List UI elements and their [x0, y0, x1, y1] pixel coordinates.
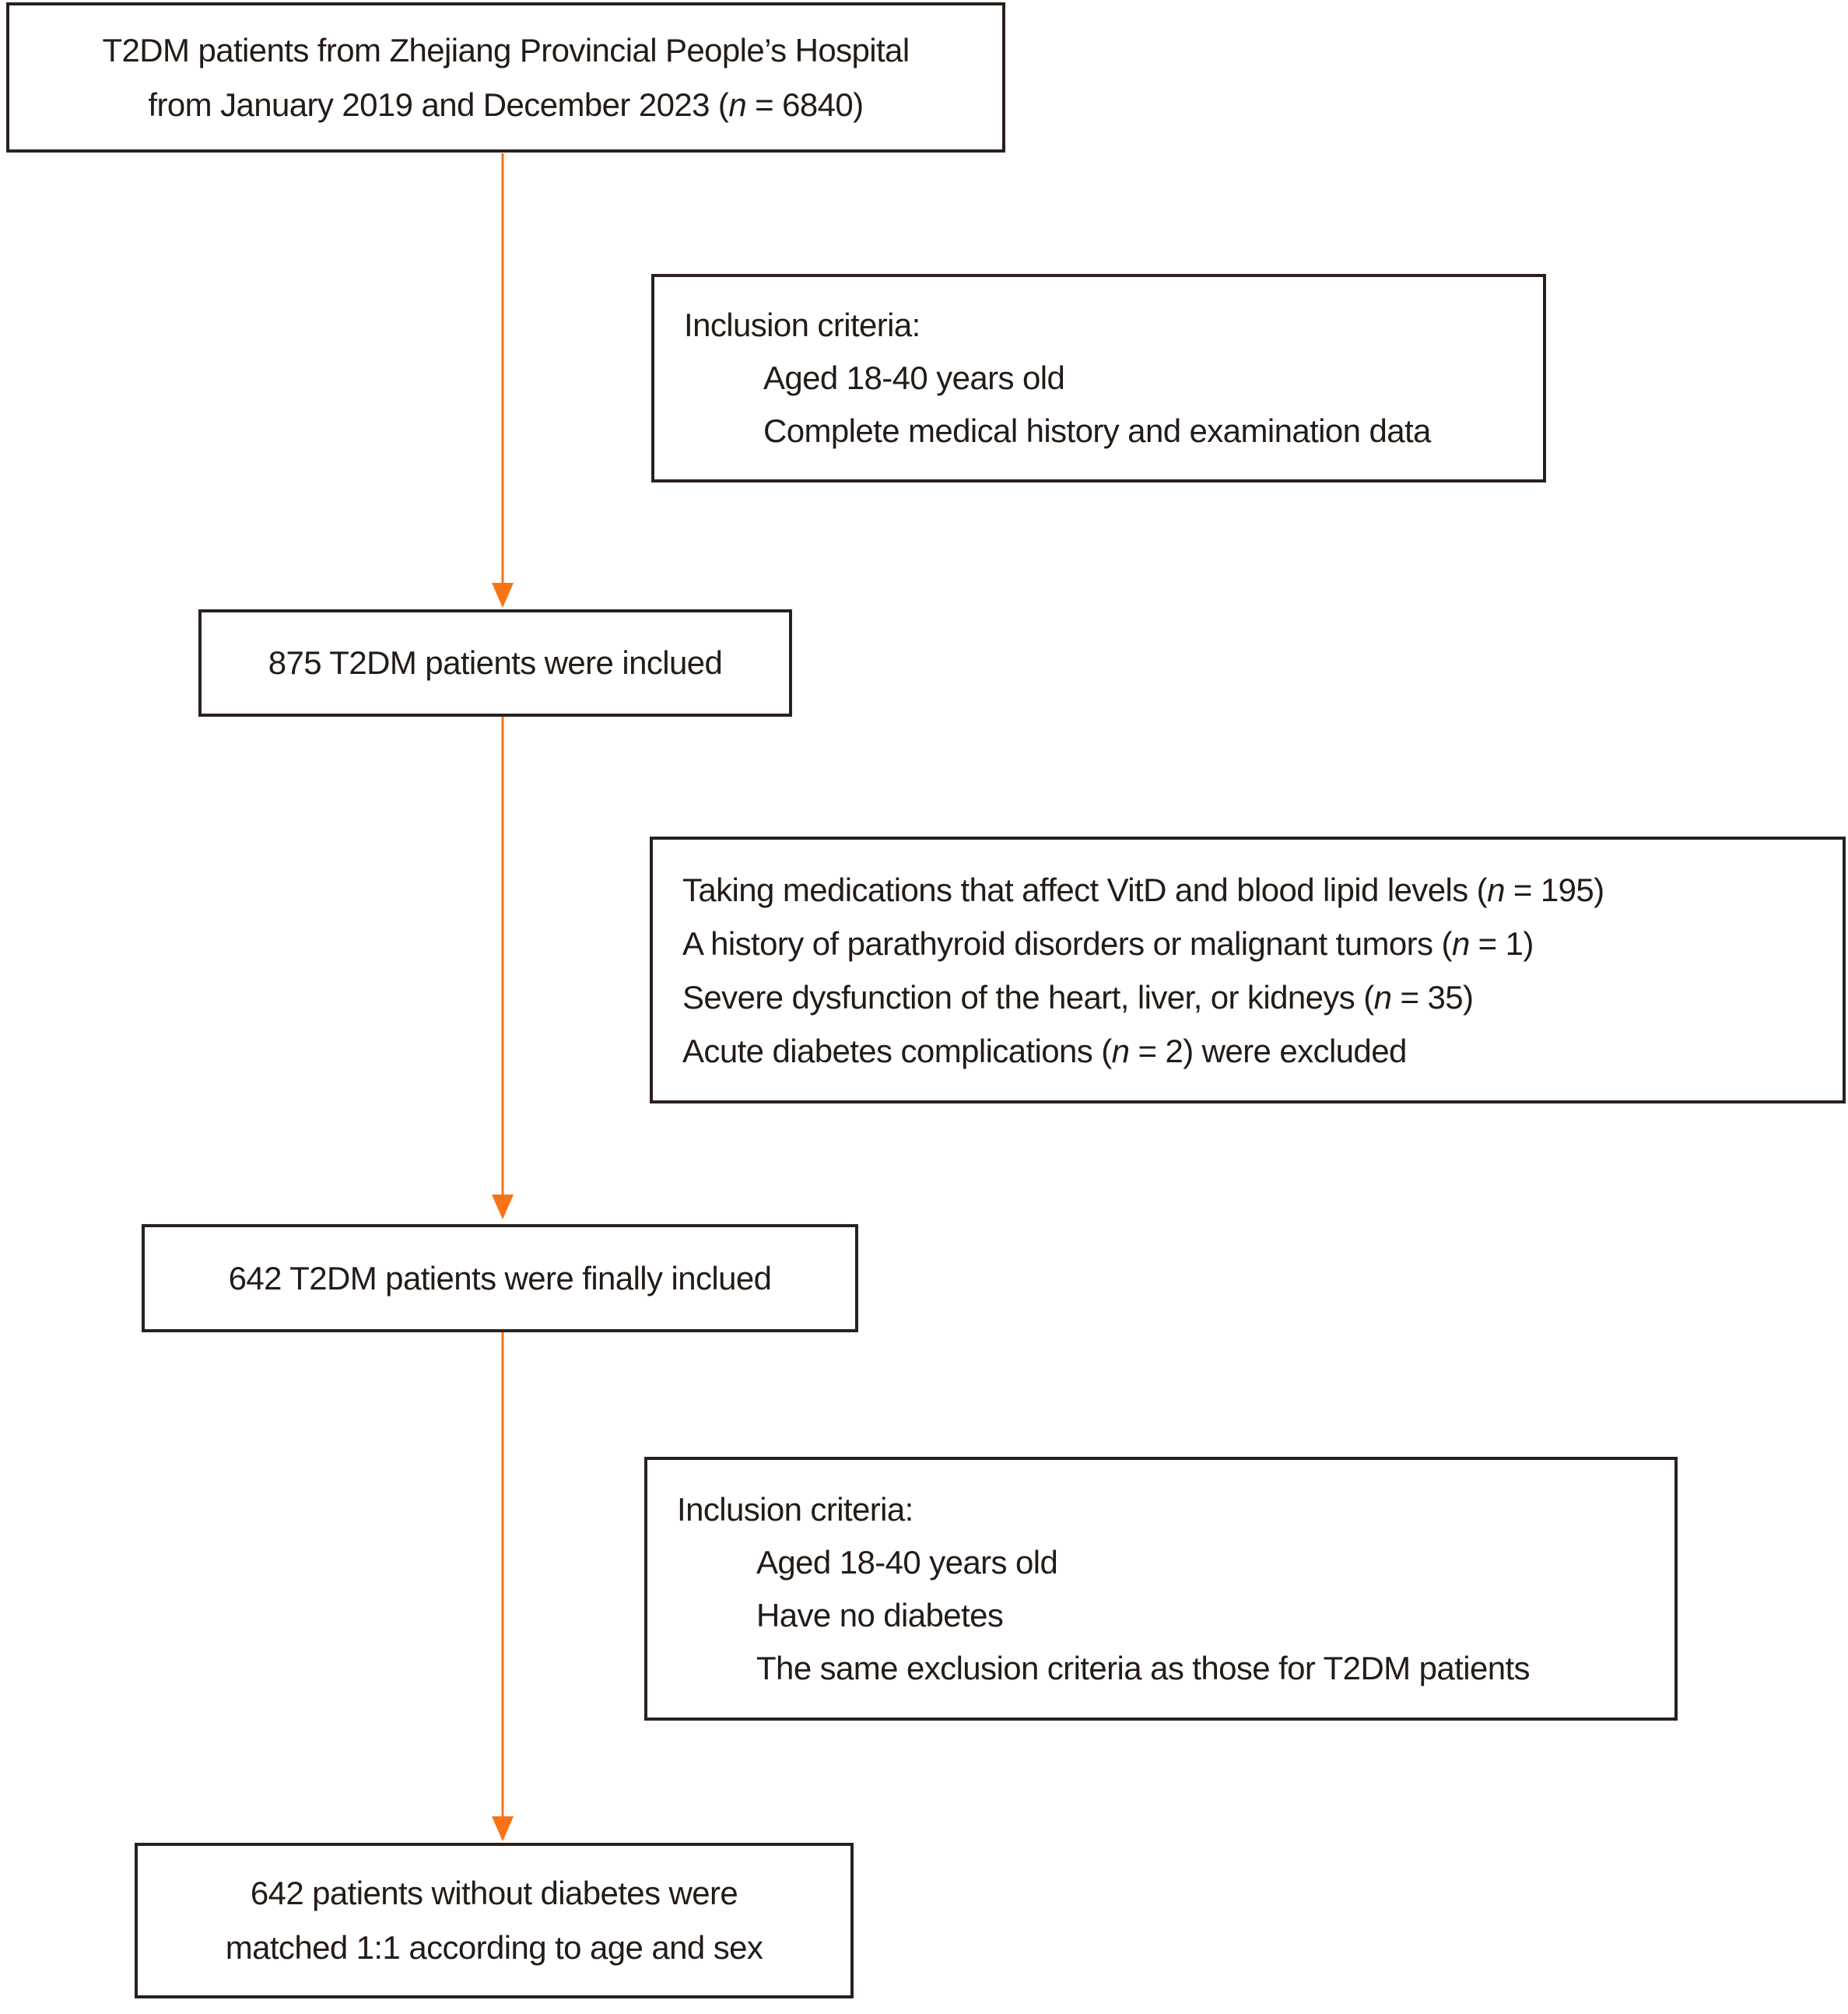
down-arrow-2: [491, 717, 514, 1219]
exclusion-line-n: n: [1111, 1032, 1130, 1069]
exclusion-line-n: n: [1373, 978, 1392, 1016]
exclusion-line-pre: Acute diabetes complications (: [682, 1032, 1112, 1069]
matched-line-2: matched 1:1 according to age and sex: [225, 1929, 763, 1966]
arrow-shaft: [501, 153, 504, 588]
exclusion-line-n: n: [1451, 925, 1470, 962]
exclusion-line: Taking medications that affect VitD and …: [682, 863, 1604, 917]
exclusion-line-pre: A history of parathyroid disorders or ma…: [682, 925, 1452, 962]
included-875-box: 875 T2DM patients were inclued: [198, 609, 792, 717]
down-arrow-3: [491, 1332, 514, 1841]
exclusion-line-pre: Severe dysfunction of the heart, liver, …: [682, 978, 1374, 1016]
included-642-box: 642 T2DM patients were finally inclued: [142, 1224, 858, 1332]
arrow-head-icon: [492, 583, 514, 608]
exclusion-line: Severe dysfunction of the heart, liver, …: [682, 970, 1474, 1024]
inclusion-control-item: The same exclusion criteria as those for…: [756, 1649, 1531, 1686]
inclusion-criteria-t2dm-box: Inclusion criteria: Aged 18-40 years old…: [651, 274, 1546, 482]
arrow-shaft: [501, 717, 504, 1199]
source-line-2-n: n: [728, 86, 747, 123]
down-arrow-1: [491, 153, 514, 608]
inclusion-control-item: Have no diabetes: [756, 1596, 1004, 1633]
source-line-2-pre: from January 2019 and December 2023 (: [148, 86, 729, 123]
exclusion-line-post: = 35): [1391, 978, 1474, 1016]
source-population-box: T2DM patients from Zhejiang Provincial P…: [6, 2, 1005, 153]
exclusion-line-pre: Taking medications that affect VitD and …: [682, 871, 1488, 908]
inclusion-control-item: Aged 18-40 years old: [756, 1543, 1058, 1581]
inclusion-t2dm-item: Aged 18-40 years old: [763, 360, 1065, 396]
matched-controls-box: 642 patients without diabetes were match…: [135, 1843, 854, 1998]
exclusion-line: A history of parathyroid disorders or ma…: [682, 917, 1534, 970]
exclusion-line-post: = 1): [1469, 925, 1534, 962]
source-line-2: from January 2019 and December 2023 (n =…: [148, 78, 864, 132]
included-875-text: 875 T2DM patients were inclued: [268, 644, 723, 681]
included-642-text: 642 T2DM patients were finally inclued: [228, 1259, 772, 1296]
exclusion-criteria-box: Taking medications that affect VitD and …: [650, 837, 1846, 1103]
arrow-head-icon: [492, 1816, 514, 1841]
source-line-2-post: = 6840): [746, 86, 864, 123]
matched-line-1: 642 patients without diabetes were: [250, 1875, 738, 1911]
exclusion-line-post: = 195): [1504, 871, 1604, 908]
arrow-shaft: [501, 1332, 504, 1821]
inclusion-control-header: Inclusion criteria:: [677, 1490, 913, 1528]
exclusion-line-post: = 2) were excluded: [1129, 1032, 1407, 1069]
exclusion-line-n: n: [1487, 871, 1505, 908]
arrow-head-icon: [492, 1195, 514, 1219]
inclusion-t2dm-item: Complete medical history and examination…: [763, 412, 1431, 449]
inclusion-criteria-control-box: Inclusion criteria: Aged 18-40 years old…: [644, 1457, 1678, 1721]
source-line-1: T2DM patients from Zhejiang Provincial P…: [102, 31, 910, 68]
exclusion-line: Acute diabetes complications (n = 2) wer…: [682, 1024, 1407, 1078]
inclusion-t2dm-header: Inclusion criteria:: [684, 307, 920, 343]
